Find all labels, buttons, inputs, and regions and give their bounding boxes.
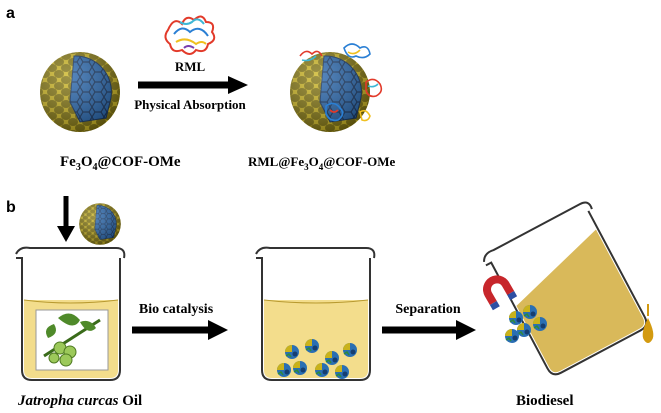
- droplet-icon: [642, 318, 654, 343]
- right-caption-rml-cof: RML@Fe3O4@COF-OMe: [248, 154, 396, 172]
- enzyme-icon: [164, 15, 216, 55]
- beaker-jatropha-oil-icon: [15, 246, 126, 381]
- cof-nanoparticle-icon: [39, 51, 121, 133]
- small-nanoparticle-icon: [78, 202, 122, 246]
- down-arrow-head: [57, 226, 75, 242]
- rml-nanoparticle-icon: [289, 43, 383, 133]
- jatropha-oil-caption: Jatropha curcas Oil: [17, 393, 142, 409]
- arrow-a-head: [228, 76, 248, 94]
- separation-label: Separation: [395, 302, 461, 317]
- tilted-beaker-biodiesel-icon: [483, 201, 648, 376]
- arrow-b1-head: [208, 320, 228, 340]
- biodiesel-caption: Biodiesel: [516, 393, 574, 409]
- left-caption-fe3o4-cof: Fe3O4@COF-OMe: [60, 154, 181, 173]
- arrow-top-label: RML: [175, 59, 206, 74]
- bio-catalysis-label: Bio catalysis: [139, 302, 214, 317]
- arrow-b2-head: [456, 320, 476, 340]
- beaker-reaction-icon: [255, 246, 376, 381]
- arrow-bottom-label: Physical Absorption: [134, 97, 246, 112]
- jatropha-plant-icon: [43, 313, 101, 367]
- magnet-icon: [483, 275, 518, 311]
- panel-b-label: b: [6, 199, 16, 216]
- panel-a-label: a: [6, 5, 15, 22]
